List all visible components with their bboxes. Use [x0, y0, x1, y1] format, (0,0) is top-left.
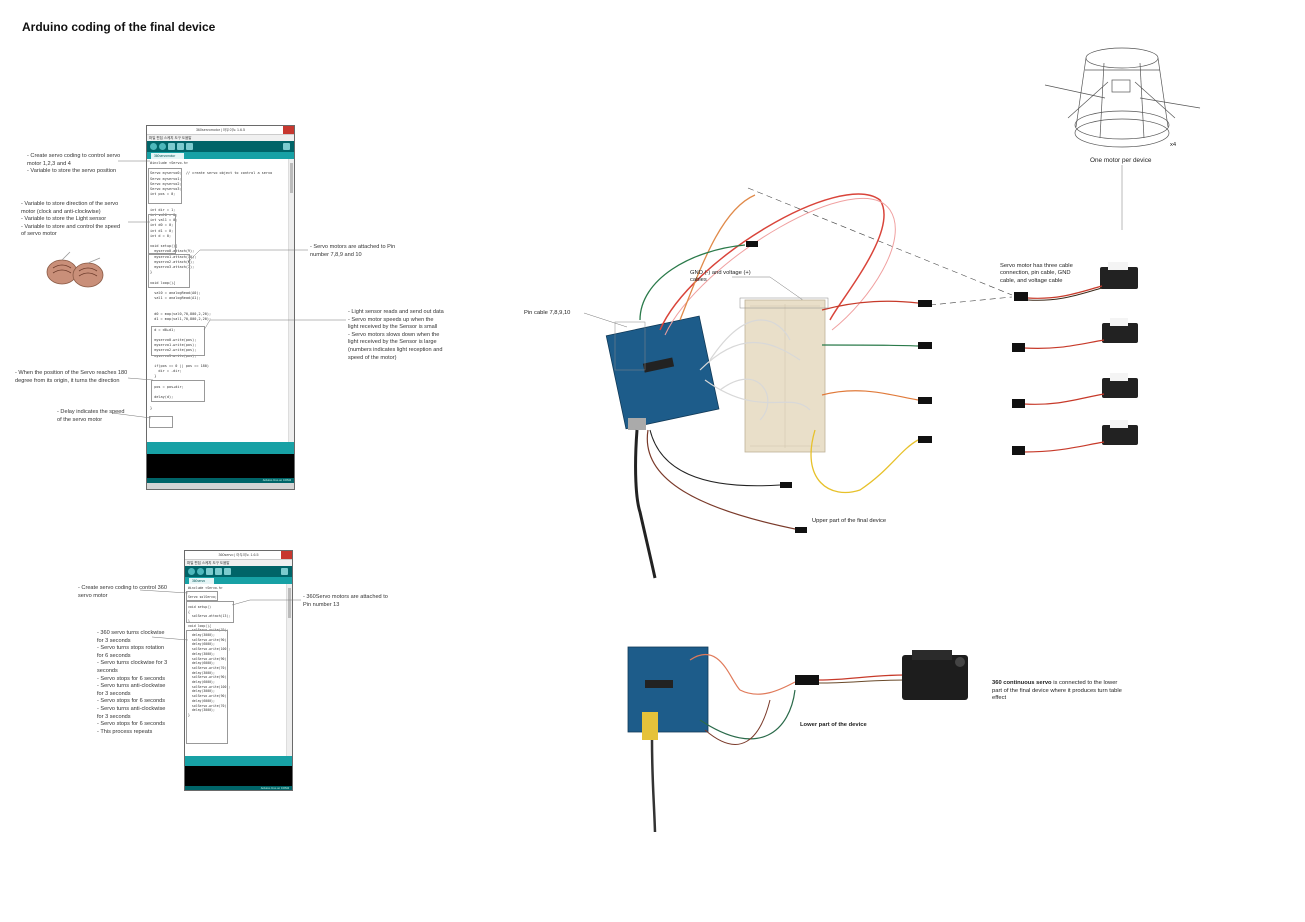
serial-monitor-icon[interactable]	[281, 568, 288, 575]
light-sensor-photo	[46, 251, 104, 288]
open-icon[interactable]	[177, 143, 184, 150]
save-icon[interactable]	[224, 568, 231, 575]
ide2-window-title: 360servo | 아두이노 1.6.5	[218, 553, 259, 557]
ide2-close-button[interactable]	[281, 551, 292, 559]
label-servo-description: Servo motor has three cable connection, …	[1000, 263, 1073, 284]
continuous-servo	[902, 650, 968, 700]
label-continuous-servo-bold: 360 continuous servo	[992, 680, 1052, 687]
ide1-menubar[interactable]: 파일 편집 스케치 도구 도움말	[147, 135, 294, 141]
verify-icon[interactable]	[188, 568, 195, 575]
label-upper-part: Upper part of the final device	[812, 518, 887, 524]
ide2-titlebar: 360servo | 아두이노 1.6.5	[185, 551, 292, 560]
servo-motor-2	[1012, 318, 1138, 352]
highlight-box-servo-decl	[148, 168, 182, 204]
ide2-console	[185, 766, 292, 786]
open-icon[interactable]	[215, 568, 222, 575]
note-direction: - When the position of the Servo reaches…	[15, 370, 128, 384]
save-icon[interactable]	[186, 143, 193, 150]
ide1-sketch-tab[interactable]: 360servomotor	[151, 153, 184, 159]
lower-circuit-photo	[627, 646, 968, 833]
highlight-box-delay	[149, 416, 173, 428]
label-continuous-servo: 360 continuous servo is connected to the…	[992, 673, 1132, 703]
label-lower-part: Lower part of the device	[800, 722, 867, 728]
dashed-leaders	[747, 187, 1013, 306]
new-icon[interactable]	[206, 568, 213, 575]
servo-motor-3	[1012, 373, 1138, 408]
highlight-box-setup	[148, 254, 190, 288]
note-360-pin: - 360Servo motors are attached to Pin nu…	[303, 594, 388, 608]
label-pin-cable: Pin cable 7,8,9,10	[524, 310, 571, 316]
note-light-sensor: - Light sensor reads and send out data -…	[348, 309, 444, 361]
upper-circuit-photo	[605, 193, 932, 579]
label-x4: x4	[1170, 142, 1177, 148]
note-360-coding: - Create servo coding to control 360 ser…	[78, 585, 167, 599]
note-pins: - Servo motors are attached to Pin numbe…	[310, 244, 396, 258]
ide2-statusbar	[185, 756, 292, 766]
ide1-window-title: 360servomotor | 아두이노 1.6.5	[195, 128, 246, 132]
label-continuous-servo-rest: is connected to the lower part of the fi…	[992, 680, 1122, 702]
highlight-box-variables	[148, 214, 176, 254]
ide1-statusbar	[147, 442, 294, 454]
ide1-console	[147, 454, 294, 478]
upload-icon[interactable]	[159, 143, 166, 150]
note-delay: - Delay indicates the speed of the servo…	[57, 409, 125, 423]
arduino-uno-upper	[605, 315, 720, 430]
ide1-scrollbar[interactable]	[288, 159, 294, 442]
ide2-tabbar: 360servo	[185, 577, 292, 584]
ide2-toolbar	[185, 566, 292, 577]
note-360-sequence: - 360 servo turns clockwise for 3 second…	[97, 630, 168, 735]
new-icon[interactable]	[168, 143, 175, 150]
ide2-menubar[interactable]: 파일 편집 스케치 도구 도움말	[185, 560, 292, 566]
highlight-box-if	[151, 380, 205, 402]
ide1-footer: Arduino Uno on COM4	[147, 478, 294, 483]
ide1-titlebar: 360servomotor | 아두이노 1.6.5	[147, 126, 294, 135]
arduino-ide-window-1: 360servomotor | 아두이노 1.6.5 파일 편집 스케치 도구 …	[146, 125, 295, 490]
label-gnd-voltage: GND (-) and voltage (+) cables	[690, 270, 751, 284]
ide1-toolbar	[147, 141, 294, 152]
highlight-box-servo360	[186, 591, 218, 601]
arduino-ide-window-2: 360servo | 아두이노 1.6.5 파일 편집 스케치 도구 도움말 3…	[184, 550, 293, 791]
servo-motor-4	[1012, 420, 1138, 455]
ide2-footer: Arduino Uno on COM4	[185, 786, 292, 790]
ide2-sketch-tab[interactable]: 360servo	[189, 578, 214, 584]
ide1-tabbar: 360servomotor	[147, 152, 294, 159]
upload-icon[interactable]	[197, 568, 204, 575]
page-title: Arduino coding of the final device	[22, 20, 216, 34]
verify-icon[interactable]	[150, 143, 157, 150]
label-one-motor: One motor per device	[1090, 157, 1152, 164]
servo-motor-1	[1014, 262, 1138, 301]
note-servo-coding: - Create servo coding to control servo m…	[27, 153, 121, 175]
highlight-box-setup360	[186, 601, 234, 623]
ide2-code-editor[interactable]: #include <Servo.h> Servo solServo; void …	[185, 584, 292, 756]
note-variables: - Variable to store direction of the ser…	[21, 201, 121, 238]
servo-motors	[1012, 262, 1138, 455]
device-wireframe-drawing	[1044, 47, 1201, 148]
highlight-box-loop360	[186, 630, 228, 744]
ide1-close-button[interactable]	[283, 126, 294, 134]
serial-monitor-icon[interactable]	[283, 143, 290, 150]
arduino-uno-lower	[627, 646, 709, 733]
leader-lines	[111, 160, 1123, 641]
highlight-box-map	[151, 326, 205, 356]
ide2-scrollbar[interactable]	[286, 584, 292, 756]
ide2-code: #include <Servo.h> Servo solServo; void …	[188, 586, 231, 717]
